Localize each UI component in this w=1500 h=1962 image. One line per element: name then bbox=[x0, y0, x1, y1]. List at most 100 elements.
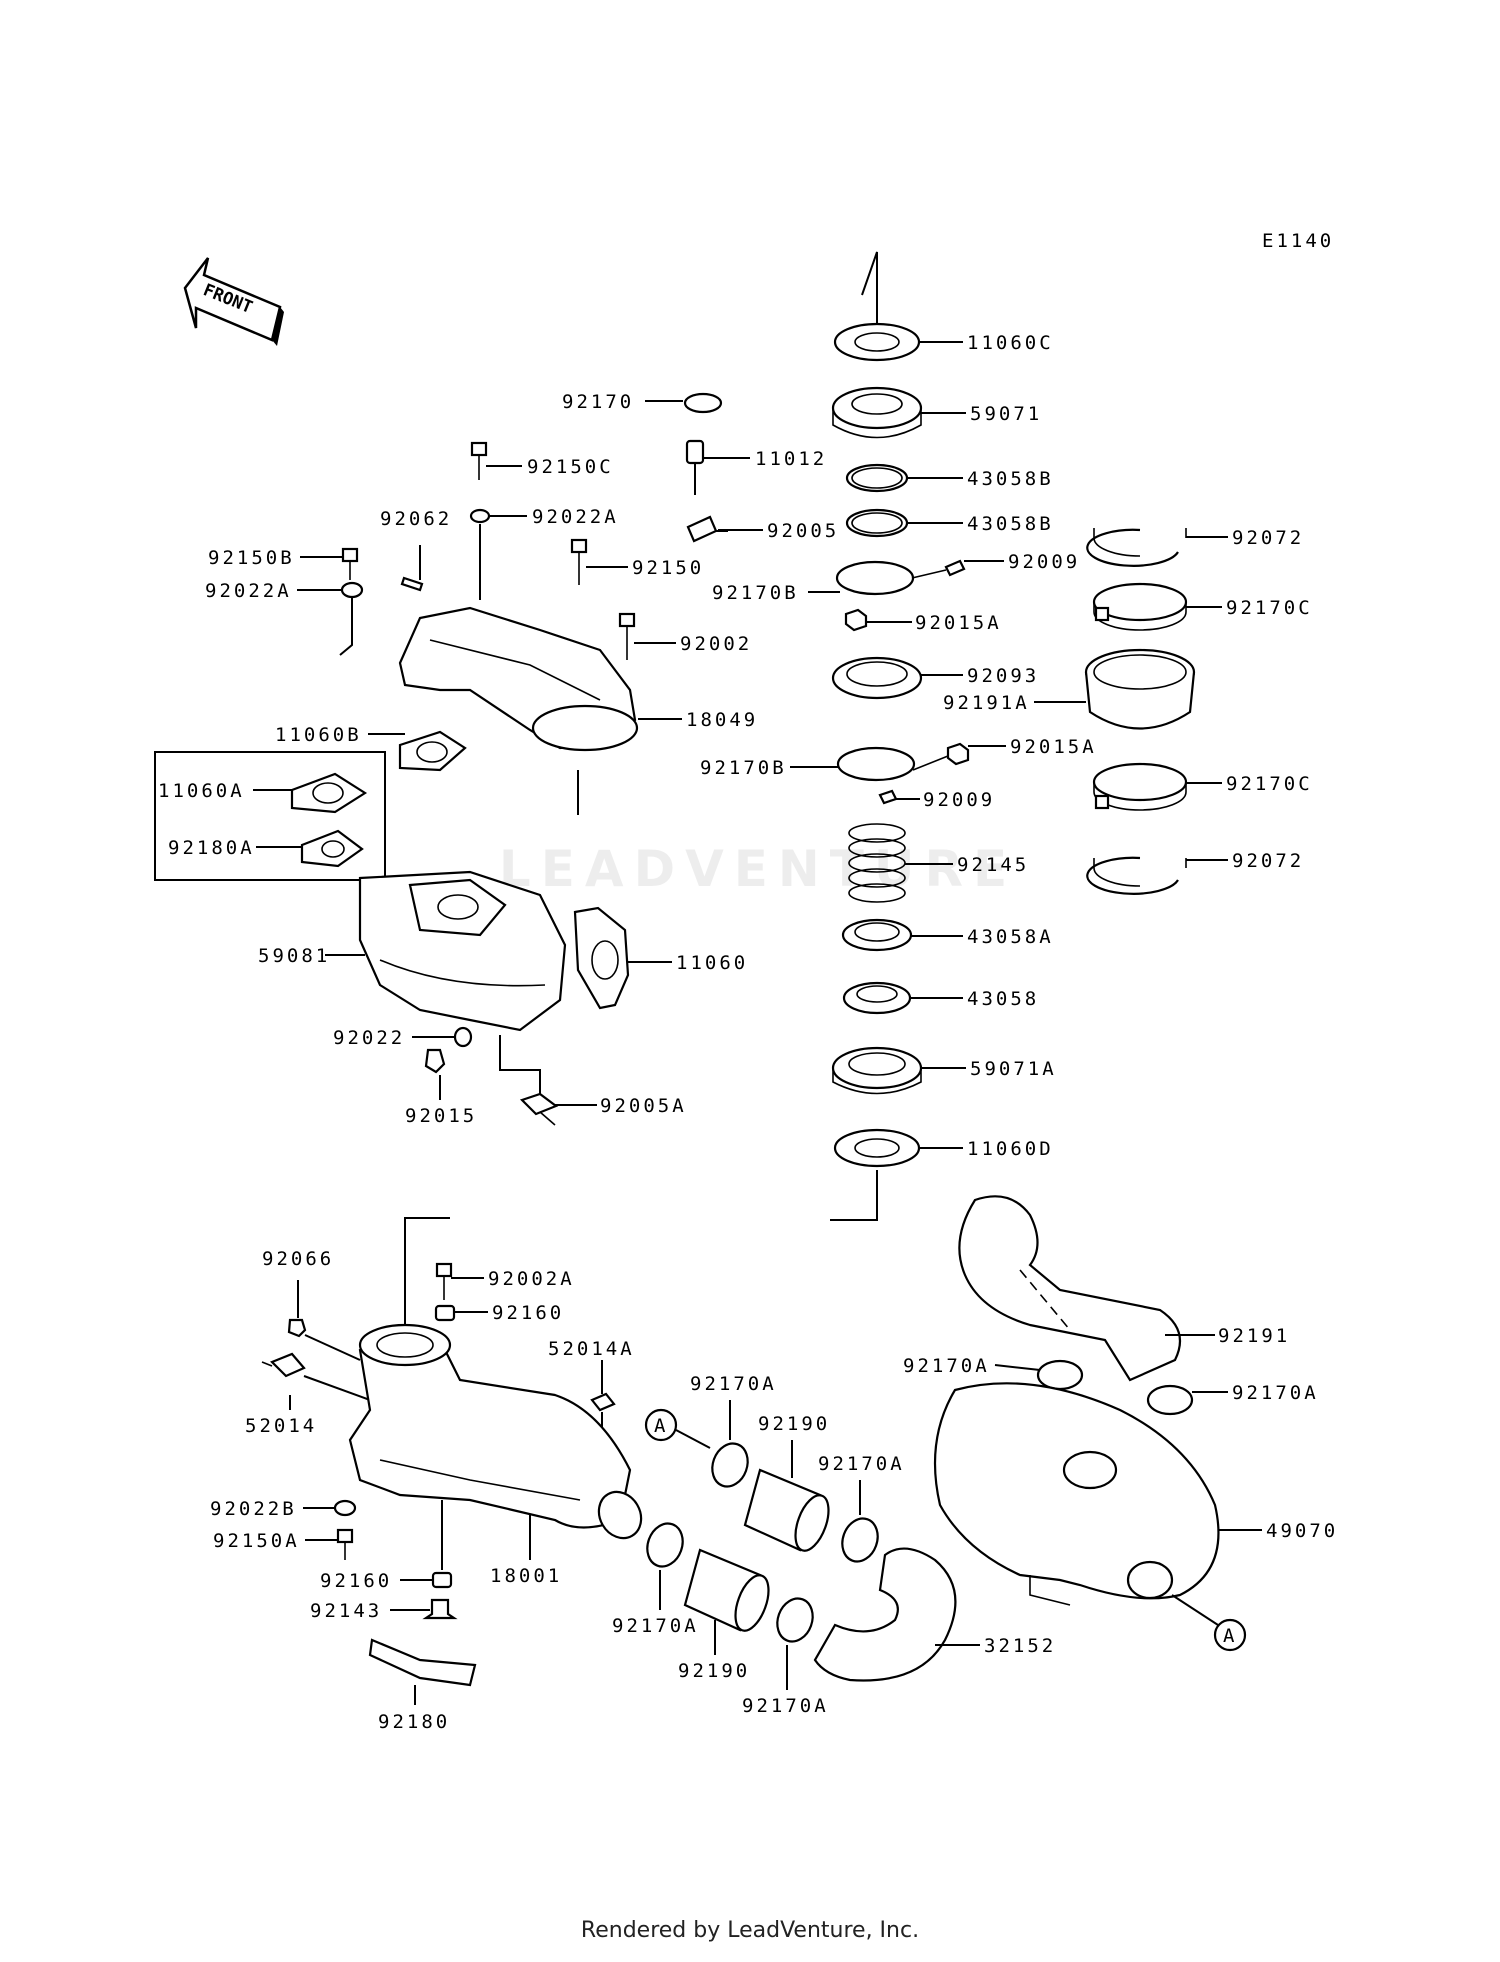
label-18049: 18049 bbox=[686, 709, 758, 731]
label-92022A-top: 92022A bbox=[532, 506, 619, 528]
callout-a-left-text: A bbox=[654, 1415, 668, 1437]
nut-92015A-1 bbox=[844, 608, 868, 632]
bolt-92150 bbox=[570, 538, 588, 554]
label-92170B-2: 92170B bbox=[700, 757, 787, 779]
label-92170A-6: 92170A bbox=[1232, 1382, 1319, 1404]
clamp-92170B-1 bbox=[835, 560, 915, 596]
label-92093: 92093 bbox=[967, 665, 1039, 687]
band-92072-2 bbox=[1086, 856, 1179, 895]
spring-92145 bbox=[848, 823, 906, 903]
label-11012: 11012 bbox=[755, 448, 827, 470]
clamp-92170 bbox=[683, 392, 723, 414]
washer-92022A-top bbox=[469, 508, 491, 524]
gasket-11060D bbox=[833, 1128, 921, 1168]
clamp-92170A-5 bbox=[1036, 1359, 1084, 1391]
callout-a-right bbox=[1213, 1618, 1247, 1652]
front-arrow-icon: FRONT bbox=[183, 257, 284, 346]
collar-92160-2 bbox=[431, 1571, 453, 1589]
gasket-11060C bbox=[833, 322, 921, 362]
bolt-92002A bbox=[435, 1262, 453, 1278]
plate-92180 bbox=[368, 1638, 477, 1687]
label-92170A-1: 92170A bbox=[690, 1373, 777, 1395]
callout-a-left bbox=[644, 1408, 678, 1442]
label-92022: 92022 bbox=[333, 1027, 405, 1049]
manifold-cover-flange bbox=[531, 704, 639, 752]
stud-92062 bbox=[400, 576, 424, 592]
label-92022B: 92022B bbox=[210, 1498, 297, 1520]
plug-11012 bbox=[685, 439, 705, 465]
label-43058B-2: 43058B bbox=[967, 513, 1054, 535]
clamp-92170B-2 bbox=[836, 746, 916, 782]
seal-92093 bbox=[831, 656, 923, 700]
label-92066: 92066 bbox=[262, 1248, 334, 1270]
label-18001: 18001 bbox=[490, 1565, 562, 1587]
label-43058A: 43058A bbox=[967, 926, 1054, 948]
bolt-92002 bbox=[618, 612, 636, 628]
center-stack-group: 11060C 59071 43058B 43058B 92170B 92009 bbox=[700, 251, 1097, 1221]
clamp-92170A-6 bbox=[1146, 1384, 1194, 1416]
screw-92009-2 bbox=[878, 789, 898, 805]
gasket-group: 11060B 11060A 92180A bbox=[154, 724, 467, 881]
label-92145: 92145 bbox=[957, 854, 1029, 876]
label-52014: 52014 bbox=[245, 1415, 317, 1437]
label-92150: 92150 bbox=[632, 557, 704, 579]
label-92191A: 92191A bbox=[943, 692, 1030, 714]
housing-59071A bbox=[831, 1046, 923, 1090]
clamp-92170A-1 bbox=[711, 1442, 749, 1488]
label-43058B-1: 43058B bbox=[967, 468, 1054, 490]
band-92072-1 bbox=[1086, 528, 1179, 567]
footer-credit: Rendered by LeadVenture, Inc. bbox=[580, 1918, 920, 1943]
clamp-92170A-4 bbox=[776, 1597, 814, 1643]
label-11060A: 11060A bbox=[158, 780, 245, 802]
fitting-52014A bbox=[590, 1392, 616, 1412]
label-11060B: 11060B bbox=[275, 724, 362, 746]
label-92191: 92191 bbox=[1218, 1325, 1290, 1347]
fitting-92005A bbox=[519, 1092, 559, 1116]
gasket-11060 bbox=[573, 906, 630, 1010]
gasket-92180A bbox=[300, 829, 364, 868]
label-92005A: 92005A bbox=[600, 1095, 687, 1117]
bushing-92143 bbox=[422, 1598, 458, 1620]
label-92170B-1: 92170B bbox=[712, 582, 799, 604]
nut-92015 bbox=[424, 1048, 446, 1074]
label-92062: 92062 bbox=[380, 508, 452, 530]
label-92160-2: 92160 bbox=[320, 1570, 392, 1592]
washer-92022 bbox=[453, 1026, 473, 1048]
fitting-92005 bbox=[686, 515, 718, 543]
label-92072-1: 92072 bbox=[1232, 527, 1304, 549]
screw-92009-1 bbox=[944, 559, 966, 577]
collar-92160-1 bbox=[434, 1304, 456, 1322]
bolt-92150A bbox=[336, 1528, 354, 1544]
label-92180: 92180 bbox=[378, 1711, 450, 1733]
ring-43058B-1 bbox=[845, 463, 909, 493]
bolt-92150B bbox=[341, 547, 359, 563]
label-92005: 92005 bbox=[767, 520, 839, 542]
nut-92015A-2 bbox=[946, 742, 970, 766]
label-92160-1: 92160 bbox=[492, 1302, 564, 1324]
clamp-92170C-2 bbox=[1092, 762, 1188, 802]
label-92170A-5: 92170A bbox=[903, 1355, 990, 1377]
gasket-kit-box bbox=[154, 751, 386, 881]
manifold-cover-group: 92170 11012 92005 92150C 92022A bbox=[205, 391, 839, 815]
label-92015: 92015 bbox=[405, 1105, 477, 1127]
label-92150A: 92150A bbox=[213, 1530, 300, 1552]
label-43058: 43058 bbox=[967, 988, 1039, 1010]
label-92022A: 92022A bbox=[205, 580, 292, 602]
label-92009-2: 92009 bbox=[923, 789, 995, 811]
label-92002A: 92002A bbox=[488, 1268, 575, 1290]
ring-43058A bbox=[841, 918, 913, 952]
label-92015A-1: 92015A bbox=[915, 612, 1002, 634]
diagram-code: E1140 bbox=[1262, 230, 1334, 252]
label-92170A-3: 92170A bbox=[612, 1615, 699, 1637]
label-11060D: 11060D bbox=[967, 1138, 1054, 1160]
label-92072-2: 92072 bbox=[1232, 850, 1304, 872]
label-92015A-2: 92015A bbox=[1010, 736, 1097, 758]
hose-32152 bbox=[813, 1547, 957, 1682]
clamp-92170A-3 bbox=[646, 1522, 684, 1568]
fitting-52014 bbox=[270, 1352, 306, 1378]
label-59071A: 59071A bbox=[970, 1058, 1057, 1080]
right-column-group: 92072 92170C 92191A 92170C 92072 bbox=[943, 527, 1310, 895]
coupling-group: A 92170A 92190 92170A 92170A 92190 92170… bbox=[612, 1373, 1053, 1717]
